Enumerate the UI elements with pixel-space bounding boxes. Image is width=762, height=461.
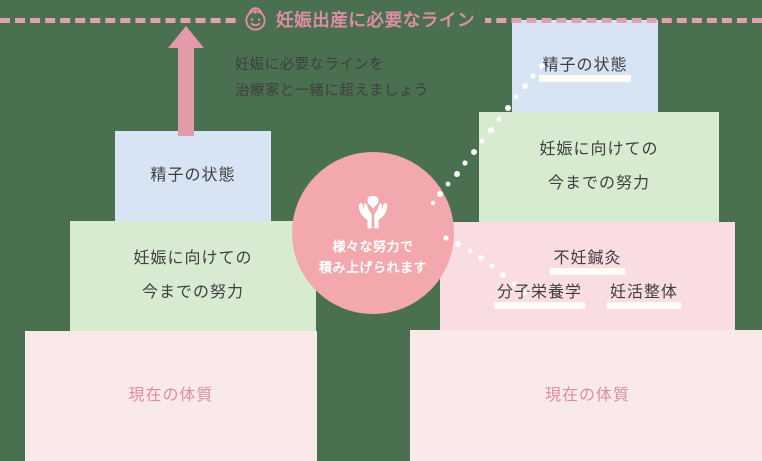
right-box-sperm-state: 精子の状態 <box>512 20 658 112</box>
treatment-acupuncture-label: 不妊鍼灸 <box>553 250 622 267</box>
right-sperm-state-text: 精子の状態 <box>539 49 631 83</box>
right-box-past-effort: 妊娠に向けての 今までの努力 <box>479 112 719 222</box>
treatment-fertility-bodywork-label: 妊活整体 <box>610 284 679 301</box>
right-past-effort-line1: 妊娠に向けての <box>539 141 659 158</box>
up-arrow-icon <box>168 26 204 136</box>
treatment-acupuncture-highlight: 不妊鍼灸 <box>550 242 625 276</box>
left-current-constitution-label: 現在の体質 <box>128 387 214 404</box>
hands-holding-heart-icon <box>358 196 388 229</box>
right-treatments-row1: 不妊鍼灸 <box>494 242 681 276</box>
right-sperm-state-label: 精子の状態 <box>542 57 628 74</box>
annotation-text: 妊娠に必要なラインを 治療家と一緒に超えましょう <box>235 52 429 104</box>
annotation-line2: 治療家と一緒に超えましょう <box>235 83 429 99</box>
right-treatments-row2: 分子栄養学 妊活整体 <box>493 276 682 310</box>
left-past-effort-line2: 今までの努力 <box>141 284 244 301</box>
right-box-current-constitution: 現在の体質 <box>410 330 762 461</box>
right-sperm-state-highlight: 精子の状態 <box>539 49 631 83</box>
left-past-effort-text: 妊娠に向けての 今までの努力 <box>133 242 252 310</box>
baby-face-icon <box>245 6 266 31</box>
right-past-effort-line2: 今までの努力 <box>547 175 650 192</box>
left-sperm-state-label: 精子の状態 <box>150 167 236 184</box>
left-past-effort-line1: 妊娠に向けての <box>133 250 253 267</box>
goal-label-group: 妊娠出産に必要なライン <box>236 1 486 37</box>
goal-label-text: 妊娠出産に必要なライン <box>276 9 476 30</box>
treatment-molecular-nutrition-label: 分子栄養学 <box>496 284 582 301</box>
right-past-effort-text: 妊娠に向けての 今までの努力 <box>539 133 658 201</box>
center-circle-line1: 様々な努力で <box>332 239 414 254</box>
left-box-current-constitution: 現在の体質 <box>25 331 317 461</box>
right-box-treatments: 不妊鍼灸 分子栄養学 妊活整体 <box>440 222 735 330</box>
left-box-sperm-state: 精子の状態 <box>115 131 271 221</box>
annotation-line1: 妊娠に必要なラインを <box>235 57 384 73</box>
treatment-fertility-bodywork-highlight: 妊活整体 <box>607 276 682 310</box>
right-treatments-text: 不妊鍼灸 分子栄養学 妊活整体 <box>493 242 682 310</box>
center-circle-text: 様々な努力で 積み上げられます <box>319 236 427 278</box>
right-current-constitution-label: 現在の体質 <box>544 386 630 404</box>
center-circle-badge: 様々な努力で 積み上げられます <box>292 152 454 314</box>
treatment-molecular-nutrition-highlight: 分子栄養学 <box>493 276 586 310</box>
center-circle-line2: 積み上げられます <box>318 260 427 275</box>
left-box-past-effort: 妊娠に向けての 今までの努力 <box>70 221 316 331</box>
